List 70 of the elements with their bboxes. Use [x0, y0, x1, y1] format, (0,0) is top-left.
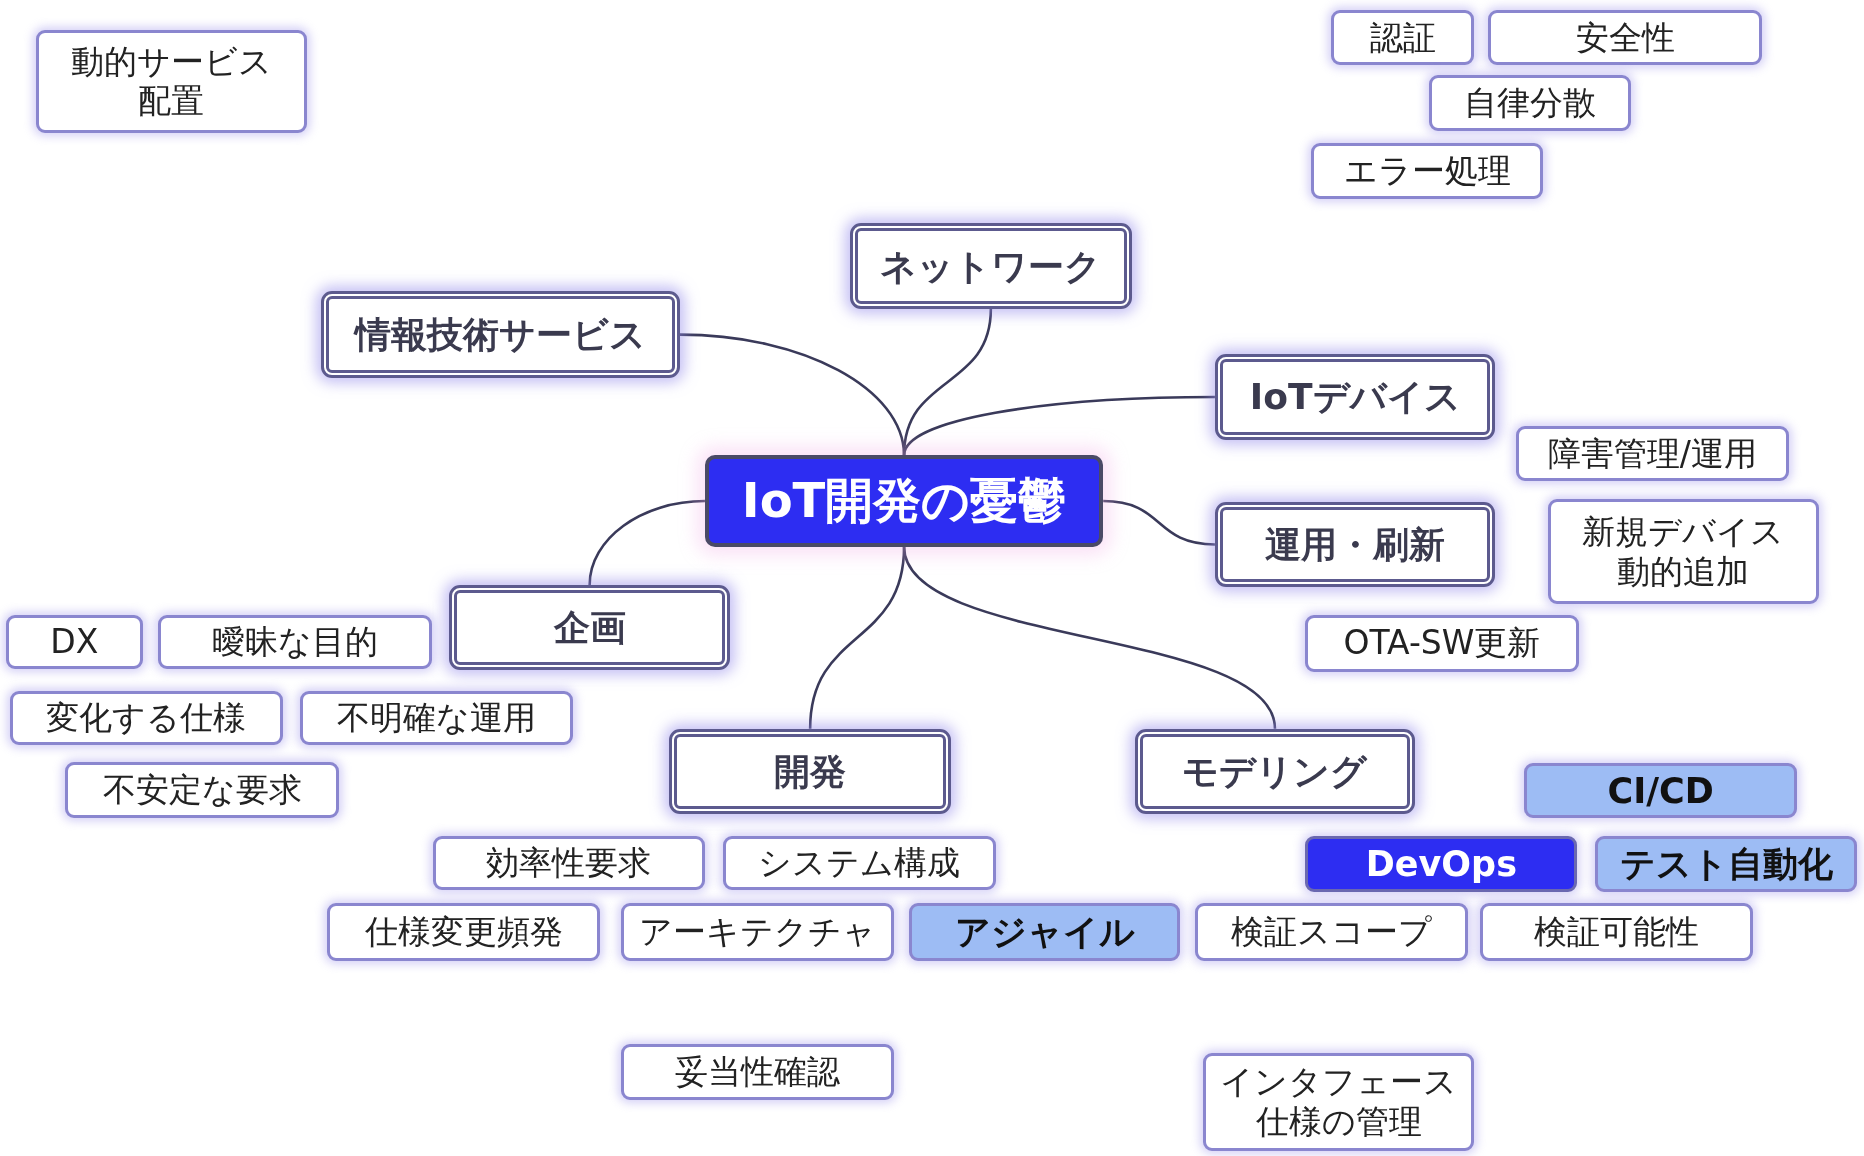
topic-label: 不安定な要求 — [102, 770, 302, 810]
topic-box — [1331, 9, 1475, 66]
highlight-box — [1524, 763, 1798, 818]
topic-box — [1515, 425, 1790, 482]
topic-label: 企画 — [553, 606, 626, 650]
topic-label: モデリング — [1182, 749, 1368, 794]
topic-label: 自律分散 — [1463, 83, 1596, 123]
topic-label: 効率性要求 — [486, 843, 652, 883]
topic-box — [35, 29, 307, 134]
central-topic-box — [704, 455, 1104, 547]
topic-box — [620, 903, 894, 961]
topic-label: インタフェース仕様の管理 — [1219, 1062, 1459, 1142]
topic-label: 変化する仕様 — [46, 698, 247, 738]
topic-box — [1194, 903, 1469, 961]
topic-label: 認証 — [1369, 17, 1436, 58]
topic-label: DX — [50, 622, 99, 662]
topic-label: IoT開発の憂鬱 — [741, 472, 1067, 530]
topic-box — [620, 1043, 894, 1100]
branch-box — [1214, 354, 1496, 440]
connector-line — [588, 499, 705, 585]
branch-box — [449, 584, 730, 671]
topic-label: 検証可能性 — [1534, 912, 1700, 952]
topic-label: システム構成 — [758, 843, 961, 883]
topic-box — [158, 614, 432, 670]
topic-label: 検証スコープ — [1230, 912, 1432, 952]
topic-box — [1203, 1053, 1475, 1151]
branch-box — [1135, 728, 1415, 815]
topic-label: DevOps — [1365, 842, 1517, 885]
topic-box — [9, 690, 283, 746]
topic-label: 動的サービス配置 — [69, 41, 273, 121]
topic-label: アジャイル — [954, 911, 1135, 953]
connector-line — [902, 395, 1215, 456]
topic-box — [5, 614, 143, 670]
topic-label: 曖昧な目的 — [211, 622, 378, 662]
topic-label: 不明確な運用 — [336, 698, 536, 738]
topic-box — [1311, 142, 1543, 199]
topic-label: CI/CD — [1607, 769, 1714, 812]
connector-line — [902, 546, 1277, 730]
topic-label: 情報技術サービス — [354, 313, 646, 357]
branch-box — [1214, 501, 1496, 588]
topic-box — [299, 690, 573, 746]
topic-label: 新規デバイス動的追加 — [1581, 512, 1786, 592]
branch-box — [849, 223, 1132, 310]
topic-box — [1488, 9, 1762, 66]
topic-box — [65, 762, 339, 818]
topic-box — [432, 835, 705, 891]
topic-label: エラー処理 — [1343, 150, 1511, 191]
topic-label: 仕様変更頻発 — [364, 912, 563, 952]
branch-box — [669, 728, 951, 815]
highlight-box — [1305, 835, 1578, 892]
topic-label: 妥当性確認 — [674, 1051, 840, 1092]
topic-box — [1547, 499, 1819, 604]
topic-label: 運用・刷新 — [1265, 522, 1446, 567]
topic-label: 安全性 — [1575, 17, 1675, 58]
highlight-box — [909, 903, 1181, 961]
topic-box — [1428, 74, 1631, 131]
branch-box — [320, 291, 680, 378]
topic-label: IoTデバイス — [1249, 375, 1461, 419]
topic-box — [326, 903, 601, 961]
topic-label: テスト自動化 — [1619, 842, 1833, 885]
topic-box — [722, 835, 997, 891]
topic-label: 障害管理/運用 — [1547, 433, 1757, 474]
topic-label: OTA-SW更新 — [1343, 623, 1541, 663]
topic-label: アーキテクチャ — [638, 912, 876, 952]
connector-line — [1103, 499, 1215, 546]
topic-label: ネットワーク — [880, 244, 1102, 288]
topic-label: 開発 — [774, 749, 847, 794]
topic-box — [1480, 903, 1754, 961]
highlight-box — [1595, 835, 1857, 892]
topic-box — [1305, 614, 1579, 672]
